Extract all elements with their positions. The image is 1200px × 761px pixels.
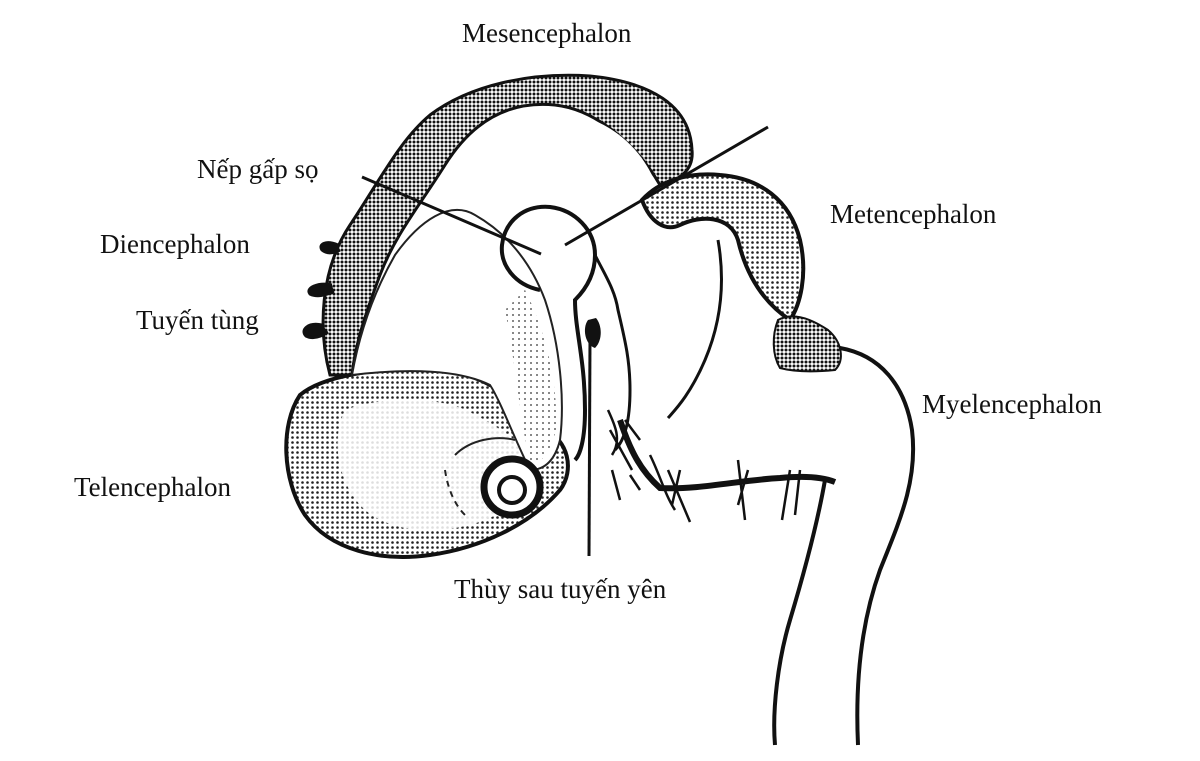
thuy-sau-leader (589, 338, 590, 556)
label-nep-gap-so: Nếp gấp sọ (197, 156, 318, 183)
label-metencephalon: Metencephalon (830, 201, 996, 228)
nerve-roots (608, 410, 800, 522)
hypophysis-bump (585, 318, 601, 348)
myelencephalon-body (790, 320, 913, 745)
label-telencephalon: Telencephalon (74, 474, 231, 501)
label-mesencephalon: Mesencephalon (462, 20, 631, 47)
metencephalon-region (642, 174, 803, 320)
label-diencephalon: Diencephalon (100, 231, 250, 258)
hindbrain-floor (620, 420, 835, 488)
metencephalon-inner (668, 240, 722, 418)
label-tuyen-tung: Tuyến tùng (136, 307, 259, 334)
label-thuy-sau-tuyen-yen: Thùy sau tuyến yên (454, 576, 666, 603)
myelencephalon-knob (774, 316, 841, 371)
label-myelencephalon: Myelencephalon (922, 391, 1102, 418)
